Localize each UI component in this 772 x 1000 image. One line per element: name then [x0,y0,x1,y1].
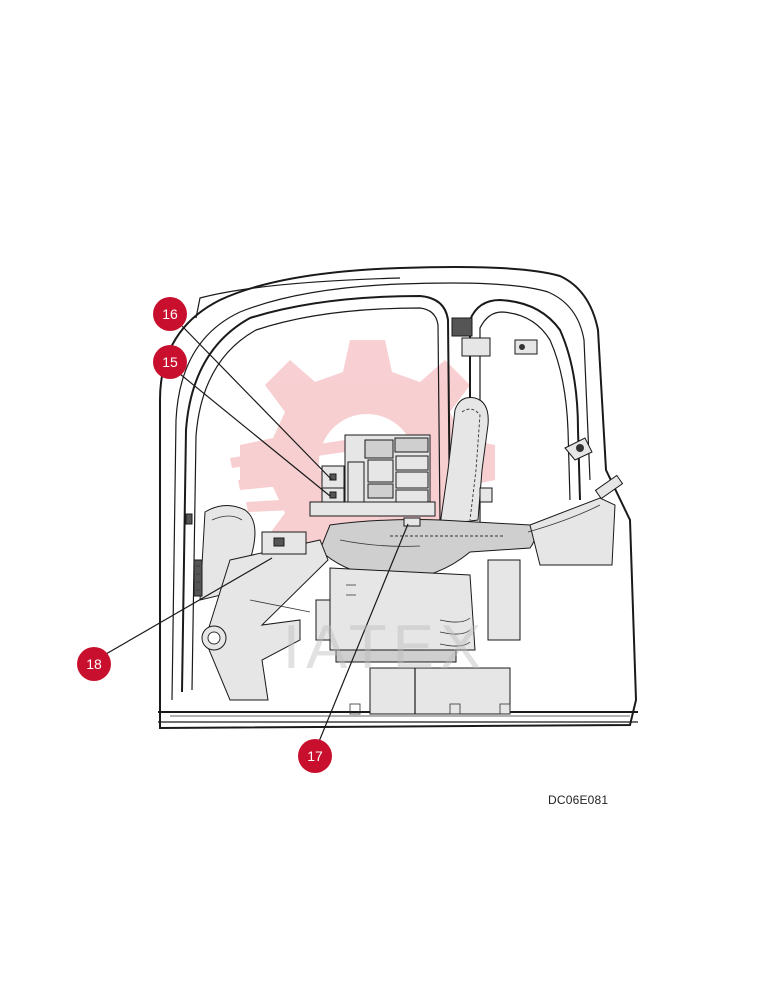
svg-text:16: 16 [162,306,178,322]
figure-code: DC06E081 [548,793,609,807]
leader-line-18 [105,557,273,655]
right-console [487,437,624,641]
leader-lines [105,325,409,745]
storage-box [349,667,511,715]
leader-line-16 [181,325,333,481]
svg-text:17: 17 [307,748,323,764]
left-console [185,505,329,701]
cab-shell [158,266,638,730]
callout-16: 16 [153,297,187,331]
pillar-bracket [451,317,538,357]
svg-text:18: 18 [86,656,102,672]
operator-seat [315,397,536,663]
watermark-text: IATEX [283,613,488,682]
callout-18: 18 [77,647,111,681]
leader-line-15 [179,373,331,497]
switch-panel [309,434,436,517]
leader-line-17 [317,523,409,745]
callout-15: 15 [153,345,187,379]
callout-17: 17 [298,739,332,773]
svg-text:15: 15 [162,354,178,370]
